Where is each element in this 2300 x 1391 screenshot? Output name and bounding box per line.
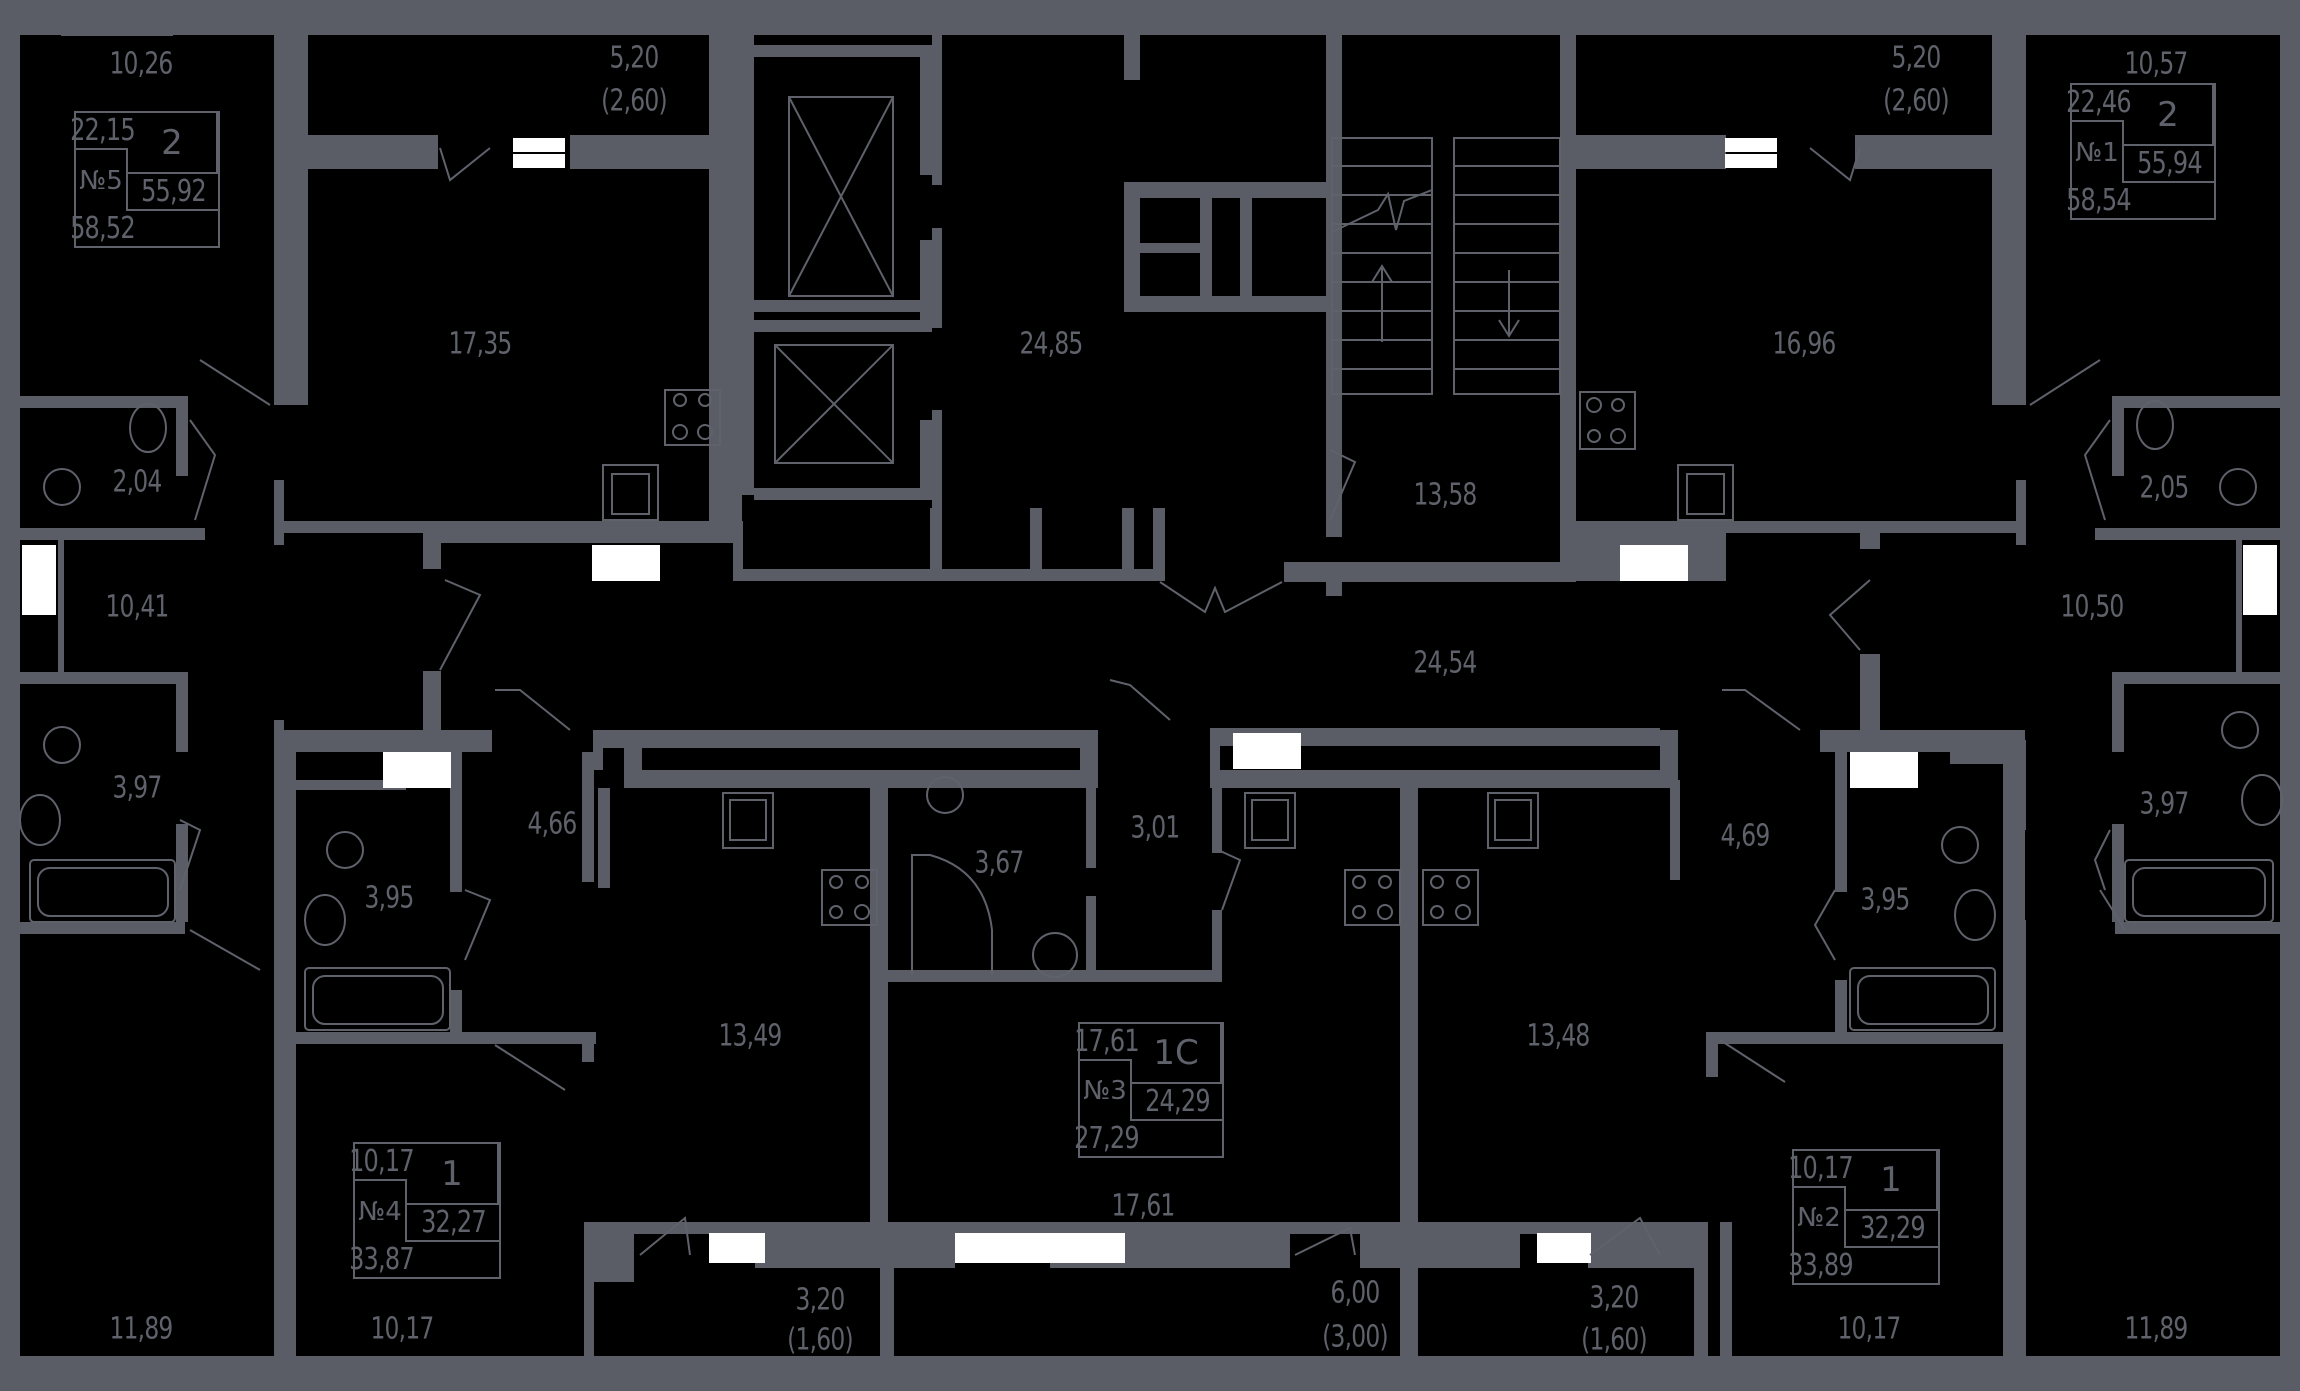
apartment-rooms-count: 2 xyxy=(2124,85,2214,146)
apartment-card-1[interactable]: 2 22,46 55,94 №1 58,54 xyxy=(2065,83,2216,220)
apartment-card-3[interactable]: 1С 17,61 24,29 №3 27,29 xyxy=(1073,1022,1224,1158)
apartment-total-area: 32,27 xyxy=(407,1205,499,1242)
balcony-reduced-area-apt3: (3,00) xyxy=(1322,1319,1388,1355)
apartment-total-area: 24,29 xyxy=(1132,1084,1222,1121)
room-area-apt5-room2: 11,89 xyxy=(109,1311,173,1347)
room-area-apt2-hall: 4,69 xyxy=(1720,818,1771,854)
room-area-apt4-bath: 3,95 xyxy=(364,880,415,916)
apartment-living-area: 10,17 xyxy=(348,1144,414,1181)
balcony-reduced-area-apt5: (2,60) xyxy=(601,83,667,119)
room-area-apt2-room: 10,17 xyxy=(1837,1311,1901,1347)
apartment-total-area: 55,94 xyxy=(2124,146,2214,183)
room-area-stair: 13,58 xyxy=(1413,477,1477,513)
room-area-apt3-bath: 3,67 xyxy=(974,845,1025,881)
balcony-reduced-area-apt1: (2,60) xyxy=(1883,83,1949,119)
room-area-apt2-kitchen: 13,48 xyxy=(1526,1018,1590,1054)
apartment-total-with-balcony: 58,52 xyxy=(69,211,136,246)
room-area-apt5-room: 10,26 xyxy=(109,46,173,82)
room-area-apt5-hall: 10,41 xyxy=(105,589,169,625)
apartment-total-with-balcony: 33,89 xyxy=(1787,1248,1854,1283)
apartment-total-with-balcony: 33,87 xyxy=(348,1242,415,1277)
balcony-area-apt1: 5,20 xyxy=(1891,40,1942,76)
apartment-number: №5 xyxy=(76,150,128,211)
room-area-corridor: 24,54 xyxy=(1413,645,1477,681)
apartment-rooms-count: 2 xyxy=(128,113,218,174)
room-area-apt2-bath: 3,95 xyxy=(1860,882,1911,918)
room-area-apt1-wc: 2,05 xyxy=(2139,470,2190,506)
apartment-living-area: 17,61 xyxy=(1073,1024,1139,1061)
room-area-apt1-room: 10,57 xyxy=(2124,46,2188,82)
apartment-total-area: 32,29 xyxy=(1846,1211,1938,1248)
apartment-total-with-balcony: 58,54 xyxy=(2065,183,2132,218)
room-area-apt5-wc: 2,04 xyxy=(112,464,163,500)
apartment-living-area: 22,46 xyxy=(2065,85,2131,122)
apartment-number: №4 xyxy=(355,1181,407,1242)
room-area-apt1-kitchen: 16,96 xyxy=(1772,326,1836,362)
room-area-apt4-hall: 4,66 xyxy=(527,806,578,842)
apartment-total-area: 55,92 xyxy=(128,174,218,211)
apartment-rooms-count: 1С xyxy=(1132,1024,1222,1084)
room-area-apt5-kitchen: 17,35 xyxy=(448,326,512,362)
balcony-reduced-area-apt4: (1,60) xyxy=(787,1322,853,1358)
apartment-card-4[interactable]: 1 10,17 32,27 №4 33,87 xyxy=(348,1142,501,1279)
apartment-number: №3 xyxy=(1080,1061,1132,1121)
apartment-living-area: 10,17 xyxy=(1787,1151,1853,1188)
room-area-lobby: 24,85 xyxy=(1019,326,1083,362)
apartment-living-area: 22,15 xyxy=(69,113,135,150)
balcony-reduced-area-apt2: (1,60) xyxy=(1581,1322,1647,1358)
room-area-apt1-bath: 3,97 xyxy=(2139,786,2190,822)
apartment-number: №1 xyxy=(2072,122,2124,183)
apartment-number: №2 xyxy=(1794,1188,1846,1248)
room-area-apt3-hall: 3,01 xyxy=(1130,810,1181,846)
apartment-card-5[interactable]: 2 22,15 55,92 №5 58,52 xyxy=(69,111,220,248)
apartment-total-with-balcony: 27,29 xyxy=(1073,1121,1140,1156)
room-area-apt4-kitchen: 13,49 xyxy=(718,1018,782,1054)
apartment-rooms-count: 1 xyxy=(1846,1151,1938,1211)
room-area-apt5-bath: 3,97 xyxy=(112,770,163,806)
balcony-area-apt2: 3,20 xyxy=(1589,1280,1640,1316)
room-area-apt4-room: 10,17 xyxy=(370,1311,434,1347)
apartment-card-2[interactable]: 1 10,17 32,29 №2 33,89 xyxy=(1787,1149,1940,1285)
balcony-area-apt5: 5,20 xyxy=(609,40,660,76)
room-area-apt1-room2: 11,89 xyxy=(2124,1311,2188,1347)
room-area-apt1-hall: 10,50 xyxy=(2060,589,2124,625)
apartment-rooms-count: 1 xyxy=(407,1144,499,1205)
balcony-area-apt3: 6,00 xyxy=(1330,1275,1381,1311)
balcony-area-apt4: 3,20 xyxy=(795,1282,846,1318)
room-area-apt3-room: 17,61 xyxy=(1111,1188,1175,1224)
